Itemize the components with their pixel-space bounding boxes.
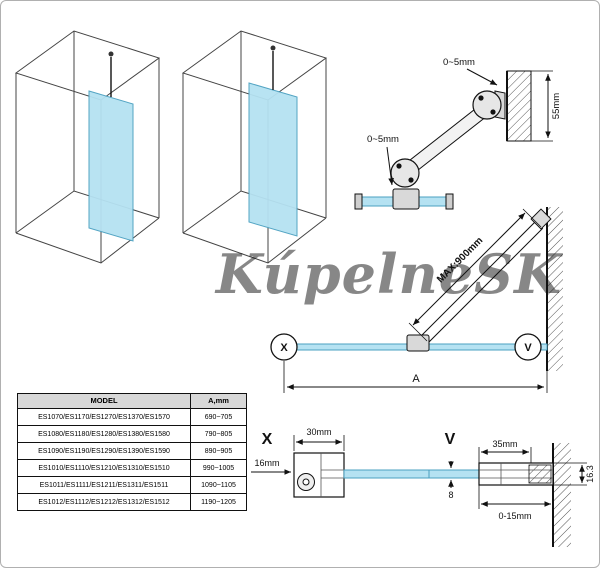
detail-x-letter: X (280, 342, 288, 354)
table-header-model: MODEL (17, 393, 191, 409)
section-v: V 35mm 16.3 8 0-15mm (428, 431, 595, 547)
wall-hatch-bracket (506, 70, 532, 142)
a-cell: 1090~1105 (190, 476, 247, 494)
a-cell: 1190~1205 (190, 493, 247, 511)
table-header-row: MODEL A,mm (17, 393, 247, 409)
dim-gap-top-label: 0~5mm (443, 57, 475, 68)
table-row: ES1010/ES1110/ES1210/ES1310/ES1510 990~1… (17, 459, 247, 477)
glass-clamp (392, 188, 420, 210)
wall-hatch-plan (547, 207, 563, 371)
table-header-a: A,mm (190, 393, 247, 409)
table-row: ES1090/ES1190/ES1290/ES1390/ES1590 890~9… (17, 442, 247, 460)
detail-x-marker (270, 333, 298, 361)
dim-0-15mm-label: 0-15mm (498, 511, 531, 521)
a-cell: 990~1005 (190, 459, 247, 477)
model-cell: ES1080/ES1180/ES1280/ES1380/ES1580 (17, 425, 191, 443)
dim-8-label: 8 (448, 490, 453, 500)
glass-panel-1 (88, 90, 134, 242)
model-cell: ES1012/ES1112/ES1212/ES1312/ES1512 (17, 493, 191, 511)
model-cell: ES1090/ES1190/ES1290/ES1390/ES1590 (17, 442, 191, 460)
bracket-disc-bottom (390, 158, 420, 188)
a-cell: 890~905 (190, 442, 247, 460)
wall-bracket-plan (530, 208, 552, 230)
model-cell: ES1011/ES1111/ES1211/ES1311/ES1511 (17, 476, 191, 494)
bracket-detail: 55mm 0~5mm 0~5mm (354, 57, 562, 210)
section-x: X 30mm 16mm (251, 427, 433, 498)
dim-55mm-label: 55mm (551, 93, 562, 119)
bracket-disc-top (472, 90, 502, 120)
dim-163-label: 16.3 (585, 465, 595, 483)
section-v-label: V (445, 431, 456, 448)
model-cell: ES1010/ES1110/ES1210/ES1310/ES1510 (17, 459, 191, 477)
wall-hatch-section (553, 443, 571, 547)
section-x-label: X (262, 431, 273, 448)
detail-v-marker (514, 333, 542, 361)
dim-gap-bottom-label: 0~5mm (367, 134, 399, 145)
support-bar-detail (404, 105, 488, 175)
model-table: MODEL A,mm ES1070/ES1170/ES1270/ES1370/E… (17, 393, 247, 511)
profile-screw-block (528, 464, 552, 484)
a-cell: 690~705 (190, 408, 247, 426)
isometric-view-1 (14, 30, 161, 264)
watermark-text: KúpelneSK (214, 242, 563, 306)
bar-clamp-plan (406, 334, 430, 352)
dim-30mm-label: 30mm (306, 427, 331, 437)
dim-16mm-label: 16mm (254, 458, 279, 468)
table-row: ES1011/ES1111/ES1211/ES1311/ES1511 1090~… (17, 476, 247, 494)
glass-panel-2 (248, 82, 298, 237)
isometric-view-2 (181, 30, 328, 264)
table-row: ES1080/ES1180/ES1280/ES1380/ES1580 790~8… (17, 425, 247, 443)
dim-35mm-label: 35mm (492, 439, 517, 449)
dim-a-label: A (412, 373, 420, 385)
plan-view: MAX:900mm X V A (270, 207, 563, 393)
a-cell: 790~805 (190, 425, 247, 443)
glass-section-x (343, 469, 433, 479)
table-row: ES1070/ES1170/ES1270/ES1370/ES1570 690~7… (17, 408, 247, 426)
model-cell: ES1070/ES1170/ES1270/ES1370/ES1570 (17, 408, 191, 426)
glass-section-v (428, 469, 480, 479)
table-row: ES1012/ES1112/ES1212/ES1312/ES1512 1190~… (17, 493, 247, 511)
detail-v-letter: V (524, 342, 532, 354)
